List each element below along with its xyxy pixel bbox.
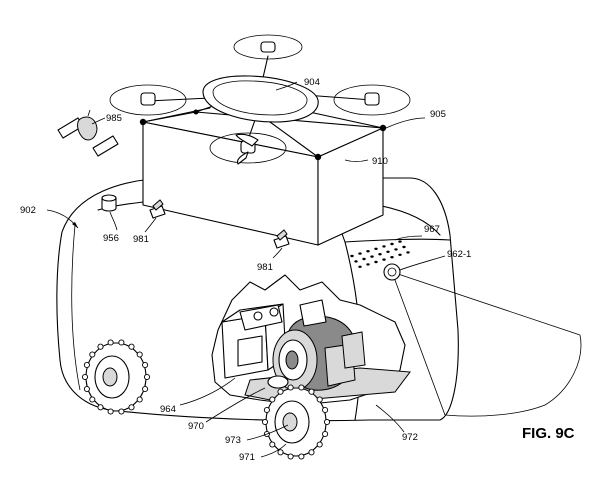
tire-stud xyxy=(277,388,284,395)
grille-hole xyxy=(362,257,366,261)
grille-hole xyxy=(382,258,386,261)
tire-stud xyxy=(287,453,294,460)
label-964: 964 xyxy=(160,404,176,415)
tire-stud xyxy=(263,406,270,414)
tire-stud xyxy=(298,384,305,391)
cutaway-interior xyxy=(211,274,411,406)
label-985: 985 xyxy=(106,113,122,124)
grille-hole xyxy=(394,248,398,251)
grille-hole xyxy=(390,256,394,259)
label-981-right: 981 xyxy=(257,262,273,273)
tire-stud xyxy=(322,406,329,414)
drone xyxy=(109,34,411,165)
label-904: 904 xyxy=(304,77,320,88)
tire-stud xyxy=(83,361,90,369)
label-973: 973 xyxy=(225,435,241,446)
sensor-962-1 xyxy=(383,263,582,417)
tire-stud xyxy=(83,385,90,393)
grille-hole xyxy=(354,260,358,263)
tire-stud xyxy=(81,373,89,381)
tire-stud xyxy=(89,396,96,403)
tire-stud xyxy=(308,449,315,456)
grille-hole xyxy=(398,253,402,256)
tire-stud xyxy=(316,441,323,448)
label-910: 910 xyxy=(372,156,388,167)
tire-stud xyxy=(128,404,135,411)
tire-stud xyxy=(269,396,276,403)
grille-hole xyxy=(366,263,370,266)
tire-stud xyxy=(136,351,143,358)
tire-stud xyxy=(142,361,149,369)
reference-labels: 904 905 910 985 902 956 981 981 967 962-… xyxy=(20,77,575,463)
grille-hole xyxy=(358,265,362,268)
grille-hole xyxy=(350,254,354,258)
label-971: 971 xyxy=(239,452,255,463)
tire-stud xyxy=(269,441,276,448)
grille-hole xyxy=(406,251,410,254)
satellite-icon xyxy=(57,109,119,157)
tire-stud xyxy=(142,385,149,393)
sensor-956 xyxy=(101,194,117,212)
label-956: 956 xyxy=(103,233,119,244)
tire-stud xyxy=(277,449,284,456)
grille-hole xyxy=(358,252,362,255)
label-905: 905 xyxy=(430,109,446,120)
grille-hole xyxy=(402,245,406,249)
tire-stud xyxy=(118,339,125,346)
label-981-left: 981 xyxy=(133,234,149,245)
latch-981-right xyxy=(273,229,290,249)
grille-hole xyxy=(374,247,378,250)
tire-stud xyxy=(97,404,104,411)
latch-981-left xyxy=(149,199,166,219)
grille-hole xyxy=(374,260,378,264)
label-962-1: 962-1 xyxy=(447,249,471,260)
wheel-rear xyxy=(81,339,151,415)
tire-stud xyxy=(308,388,315,395)
figure-caption: FIG. 9C xyxy=(522,425,575,442)
tire-stud xyxy=(261,418,269,426)
grille-hole xyxy=(378,253,382,256)
label-967: 967 xyxy=(424,224,440,235)
grille-hole xyxy=(398,240,402,243)
grille-hole xyxy=(382,245,386,248)
grille-hole xyxy=(370,255,374,258)
label-902: 902 xyxy=(20,205,36,216)
wheel-front xyxy=(261,384,331,460)
tire-stud xyxy=(323,418,331,426)
leader-lines xyxy=(46,81,446,458)
tire-stud xyxy=(316,396,323,403)
grille-hole xyxy=(366,250,370,253)
tire-stud xyxy=(128,343,135,350)
label-972: 972 xyxy=(402,432,418,443)
tire-stud xyxy=(322,430,329,438)
grille-hole xyxy=(386,250,390,253)
grille-hole xyxy=(390,242,394,246)
label-970: 970 xyxy=(188,421,204,432)
speaker-grille xyxy=(350,240,410,268)
tire-stud xyxy=(143,373,151,381)
tire-stud xyxy=(97,343,104,350)
tire-stud xyxy=(107,339,114,346)
tire-stud xyxy=(136,396,143,403)
tire-stud xyxy=(107,408,114,415)
tire-stud xyxy=(298,453,305,460)
tire-stud xyxy=(118,408,125,415)
tire-stud xyxy=(89,351,96,358)
cargo-box xyxy=(142,111,384,246)
tire-stud xyxy=(287,384,294,391)
